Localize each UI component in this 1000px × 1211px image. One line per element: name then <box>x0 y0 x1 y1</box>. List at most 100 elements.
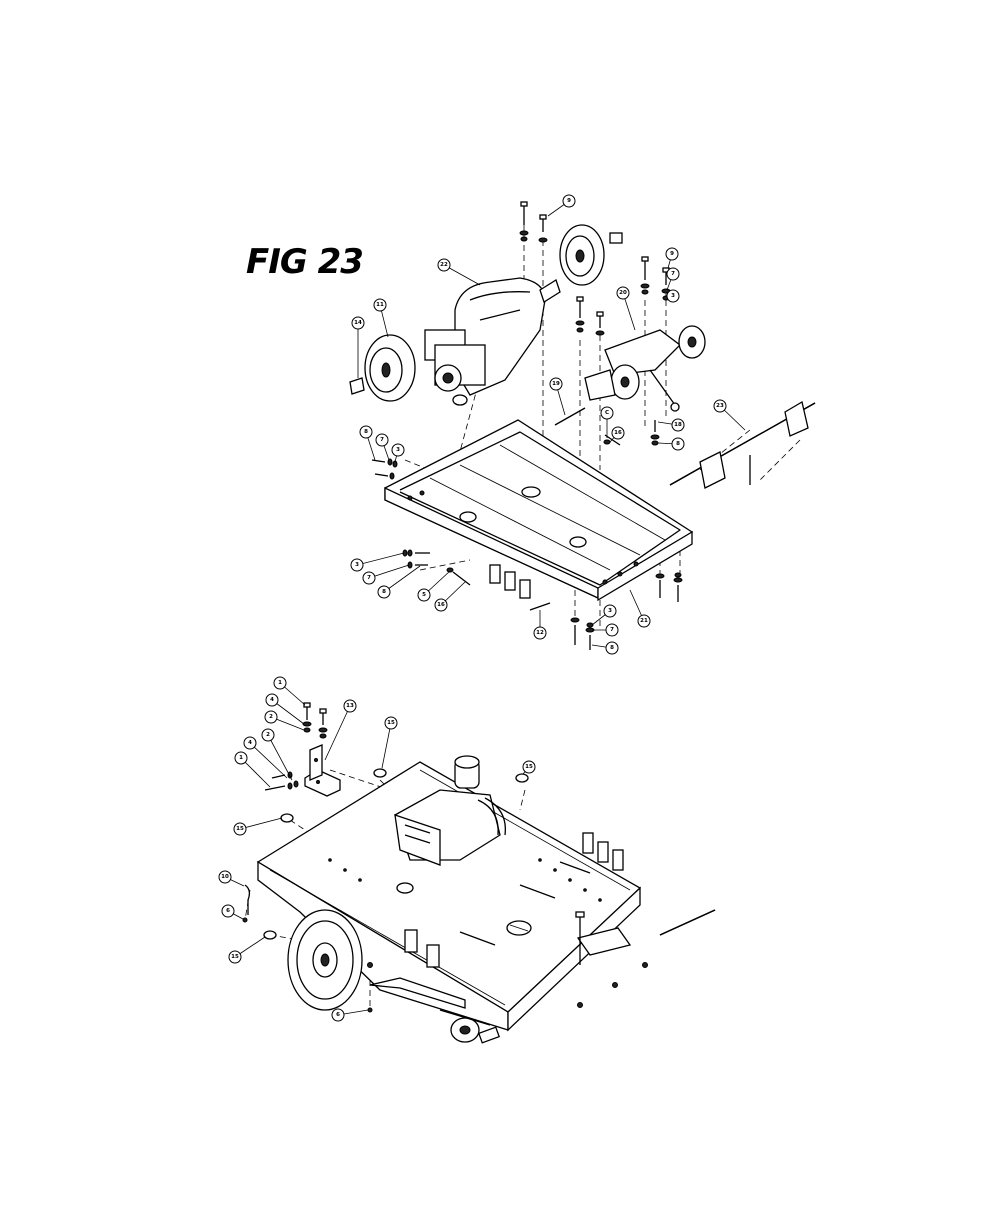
svg-text:9: 9 <box>567 198 571 204</box>
svg-text:23: 23 <box>716 403 724 409</box>
svg-text:21: 21 <box>640 618 648 624</box>
side-links <box>369 911 632 1009</box>
svg-text:18: 18 <box>674 422 682 428</box>
callout-2: 2 <box>264 710 305 731</box>
callout-15: 15 <box>381 716 398 769</box>
bracket-13 <box>304 744 341 797</box>
front-caster <box>439 1009 501 1044</box>
caster-assembly <box>584 325 706 412</box>
callout-9b: 9 <box>665 247 679 269</box>
svg-text:4: 4 <box>248 740 252 746</box>
svg-text:7: 7 <box>610 627 614 633</box>
callout-7b: 7 <box>375 433 390 461</box>
svg-text:9: 9 <box>670 251 674 257</box>
wheel-left <box>349 334 416 402</box>
callout-20: 20 <box>616 286 636 331</box>
svg-text:12: 12 <box>536 630 544 636</box>
svg-text:8: 8 <box>610 645 614 651</box>
svg-text:3: 3 <box>355 562 359 568</box>
svg-text:8: 8 <box>676 441 680 447</box>
callout-15d: 15 <box>228 936 266 964</box>
main-frame <box>384 419 694 602</box>
callout-14: 14 <box>351 316 365 378</box>
callout-15b: 15 <box>522 760 536 775</box>
callout-23: 23 <box>713 399 746 431</box>
svg-text:8: 8 <box>364 429 368 435</box>
callout-7c: 7 <box>362 564 410 585</box>
svg-text:5: 5 <box>422 592 426 598</box>
callout-15c: 15 <box>233 817 283 836</box>
callout-9: 9 <box>547 194 576 217</box>
callout-22: 22 <box>437 258 481 286</box>
large-wheel <box>287 909 363 1011</box>
callouts-top: 9 22 11 14 9 7 3 20 19 C 16 18 8 23 8 7 … <box>350 194 746 655</box>
svg-text:6: 6 <box>336 1012 340 1018</box>
figure-title: FIG 23 <box>246 242 364 282</box>
chassis <box>256 761 648 1032</box>
svg-text:C: C <box>605 410 609 416</box>
engine <box>394 755 506 866</box>
svg-text:7: 7 <box>671 271 675 277</box>
callout-7: 7 <box>666 267 680 291</box>
svg-text:15: 15 <box>525 764 533 770</box>
transmission <box>424 277 561 406</box>
svg-text:3: 3 <box>671 293 675 299</box>
callout-13: 13 <box>324 699 357 761</box>
svg-text:8: 8 <box>382 589 386 595</box>
callout-2b: 2 <box>261 728 293 781</box>
callout-16b: 16 <box>434 581 466 612</box>
callout-C: C <box>600 406 614 438</box>
wheel-upper <box>559 224 623 286</box>
svg-text:3: 3 <box>608 608 612 614</box>
callout-12: 12 <box>533 610 547 640</box>
callout-3d: 3 <box>591 604 617 626</box>
callout-8d: 8 <box>591 641 619 655</box>
svg-text:10: 10 <box>221 874 229 880</box>
svg-text:14: 14 <box>354 320 362 326</box>
callout-7d: 7 <box>592 623 619 637</box>
bottom-assembly: 1 4 2 13 15 2 4 1 15 15 10 6 15 6 <box>218 676 716 1044</box>
hardware-bolts-bottom <box>242 702 529 1013</box>
callout-1: 1 <box>273 676 306 706</box>
svg-text:6: 6 <box>226 908 230 914</box>
callout-19: 19 <box>549 377 566 416</box>
svg-text:19: 19 <box>552 381 560 387</box>
svg-text:15: 15 <box>231 954 239 960</box>
callout-6b: 6 <box>331 1008 369 1022</box>
pin-19 <box>554 407 586 426</box>
svg-text:20: 20 <box>619 290 627 296</box>
svg-text:2: 2 <box>269 714 273 720</box>
svg-text:15: 15 <box>236 826 244 832</box>
svg-text:16: 16 <box>614 430 622 436</box>
callout-11: 11 <box>373 298 389 338</box>
svg-text:15: 15 <box>387 720 395 726</box>
svg-text:22: 22 <box>440 262 448 268</box>
callout-10: 10 <box>218 870 245 887</box>
callout-3c: 3 <box>350 552 405 572</box>
axle-stub <box>659 909 716 936</box>
callout-3: 3 <box>666 289 680 303</box>
callouts-bottom: 1 4 2 13 15 2 4 1 15 15 10 6 15 6 <box>218 676 536 1022</box>
callout-4b: 4 <box>243 736 288 779</box>
svg-text:13: 13 <box>346 703 354 709</box>
callout-6: 6 <box>221 904 244 920</box>
svg-text:1: 1 <box>278 680 282 686</box>
svg-text:3: 3 <box>396 447 400 453</box>
callout-1b: 1 <box>234 751 271 788</box>
svg-text:16: 16 <box>437 602 445 608</box>
pin-12 <box>529 602 551 611</box>
callout-5: 5 <box>417 570 451 602</box>
svg-text:7: 7 <box>380 437 384 443</box>
svg-text:4: 4 <box>270 697 274 703</box>
axle-23 <box>669 400 816 489</box>
callout-4: 4 <box>265 693 305 725</box>
svg-text:11: 11 <box>376 302 384 308</box>
callout-18: 18 <box>657 418 685 432</box>
svg-text:2: 2 <box>266 732 270 738</box>
callout-8: 8 <box>657 437 685 451</box>
callout-16: 16 <box>609 426 625 443</box>
callout-3b: 3 <box>391 443 405 463</box>
callout-8c: 8 <box>377 565 421 599</box>
